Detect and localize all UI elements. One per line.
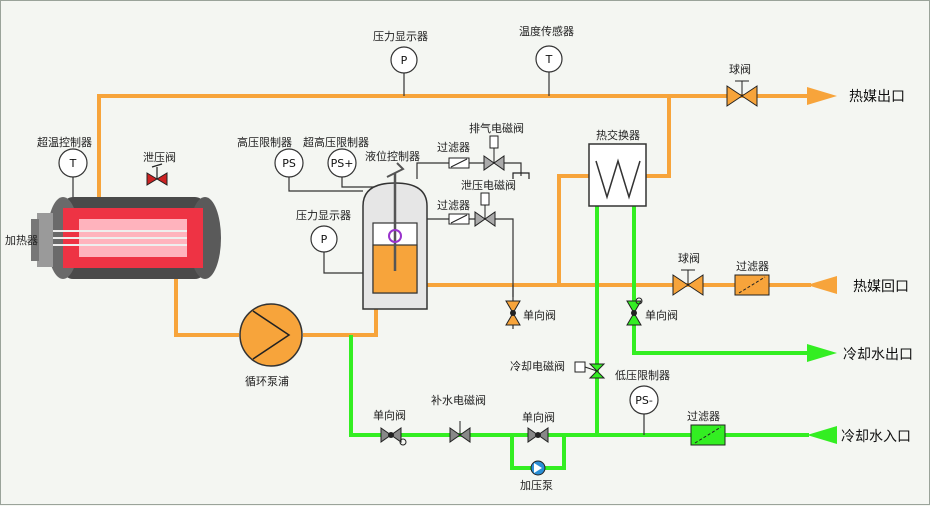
filter-vent-symbol [448,157,470,169]
vent-solenoid-symbol [483,135,505,171]
label-filter-return: 过滤器 [736,260,769,273]
label-relief-valve: 泄压阀 [143,150,176,164]
label-booster-pump: 加压泵 [520,479,553,492]
pump-to-tank [303,309,378,337]
label-ball-valve-top: 球阀 [729,62,751,76]
cw-inlet-main [349,335,809,437]
label-check-valve-tank: 单向阀 [523,308,556,322]
gauge-t-heater-text: T [69,157,77,170]
label-overtemp-ctrl: 超温控制器 [37,135,92,149]
label-cw-outlet: 冷却水出口 [843,347,913,363]
gauge-t-top-text: T [545,53,553,66]
gauge-p-top-text: P [401,54,408,67]
label-cw-inlet: 冷却水入口 [841,429,911,445]
ball-valve-return [672,269,704,296]
cw-hx-right [632,206,809,355]
cw-inlet-arrow [807,426,837,444]
oil-outlet-arrow [807,87,837,105]
gauge-p-top: P [390,46,418,74]
booster-pump [530,460,546,476]
gauge-ps-minus: PS- [629,385,659,415]
gauge-p-tank-text: P [321,233,328,246]
relief-solenoid-symbol [474,192,496,227]
cooling-water-pipes [349,206,809,470]
label-ultra-high-pressure-limit: 超高压限制器 [303,135,369,149]
label-temp-sensor: 温度传感器 [519,24,574,38]
heater [31,197,221,279]
gauge-t-top: T [535,45,563,73]
oil-supply-main [97,94,811,199]
label-relief-solenoid: 泄压电磁阀 [461,178,516,192]
check-valve-hx-symbol [626,297,643,326]
check-valve-mid-symbol [527,427,549,443]
label-check-valve-mid: 单向阀 [522,410,555,424]
label-makeup-solenoid: 补水电磁阀 [431,393,486,407]
label-high-pressure-limit: 高压限制器 [237,135,292,149]
filter-relief-symbol [448,213,470,225]
makeup-solenoid-symbol [449,421,471,443]
gauge-ps: PS [274,148,304,178]
label-check-valve-left: 单向阀 [373,408,406,422]
label-oil-outlet: 热媒出口 [849,89,905,105]
ball-valve-top [726,80,758,107]
gauge-p-tank: P [310,225,338,253]
gauge-t-heater: T [58,148,88,178]
gauge-ps-plus: PS+ [327,148,357,178]
check-valve-tank-symbol [505,300,521,326]
label-pressure-display-tank: 压力显示器 [296,209,351,222]
label-filter-inlet: 过滤器 [687,410,720,423]
label-cooling-solenoid: 冷却电磁阀 [510,359,565,373]
cooling-solenoid-symbol [574,361,606,379]
hot-oil-pipes [97,94,811,337]
label-vent-solenoid: 排气电磁阀 [469,121,524,135]
label-low-pressure-limit: 低压限制器 [615,369,670,382]
label-pressure-display-top: 压力显示器 [373,30,428,43]
filter-inlet-symbol [690,424,726,446]
label-heat-exchanger: 热交换器 [596,128,640,142]
label-ball-valve-return: 球阀 [678,251,700,265]
heater-to-pump [174,273,239,337]
label-filter-relief: 过滤器 [437,199,470,212]
cw-outlet-arrow [807,344,837,362]
oil-return-arrow [807,276,837,294]
oil-supply-branch [646,96,671,178]
heat-exchanger [588,143,647,207]
gauge-ps-minus-text: PS- [635,394,653,407]
label-heater: 加热器 [5,234,38,247]
label-circ-pump: 循环泵浦 [245,375,289,388]
filter-return-symbol [734,274,770,296]
expansion-tank [362,162,428,310]
hx-return-drop [557,174,589,285]
circulation-pump [239,303,303,367]
label-check-valve-hx: 单向阀 [645,308,678,322]
gauge-ps-plus-text: PS+ [331,157,354,170]
check-valve-left-symbol [380,427,407,446]
label-oil-return: 热媒回口 [853,279,909,295]
vent-outlet-symbol [512,172,530,179]
gauge-ps-text: PS [282,157,296,170]
label-level-ctrl: 液位控制器 [365,149,420,163]
relief-valve-symbol [146,163,168,186]
label-filter-vent: 过滤器 [437,141,470,154]
